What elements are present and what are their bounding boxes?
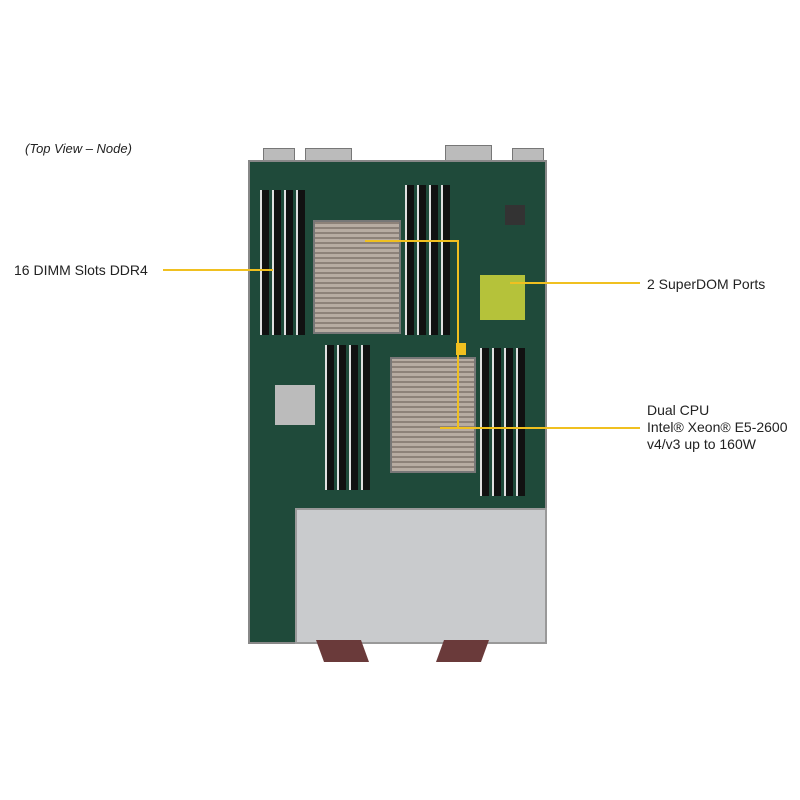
dimm-bank [480,348,525,496]
dimm-label: 16 DIMM Slots DDR4 [14,262,148,278]
handle [315,640,370,662]
dimm-bank [325,345,370,490]
callout-marker [456,343,466,355]
chip [505,205,525,225]
cpu1-heatsink [313,220,401,334]
cpu-callout-line [365,240,459,242]
cpu-label-line: Intel® Xeon® E5-2600 [647,419,788,435]
view-caption: (Top View – Node) [25,141,132,156]
dimm-callout-line [163,269,273,271]
air-shroud [295,508,547,644]
controller-heatsink [275,385,315,425]
cpu2-heatsink [390,357,476,473]
handle [435,640,490,662]
cpu-callout-line [440,427,640,429]
cpu-callout-line [457,240,459,429]
superdom-label: 2 SuperDOM Ports [647,276,766,292]
superdom-callout-line [510,282,640,284]
cpu-label-line: Dual CPU [647,402,710,418]
dimm-bank [260,190,305,335]
cpu-label-line: v4/v3 up to 160W [647,436,756,452]
cpu-label: Dual CPU Intel® Xeon® E5-2600 v4/v3 up t… [647,402,788,453]
dimm-bank [405,185,450,335]
